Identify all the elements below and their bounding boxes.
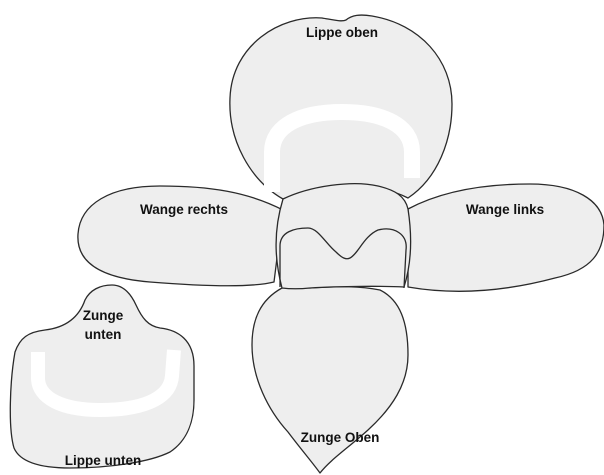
upper-tongue-zone[interactable] (252, 287, 408, 473)
center-mouth-shape (276, 184, 411, 289)
left-cheek-zone[interactable] (408, 184, 604, 291)
label-lippe-unten: Lippe unten (65, 453, 142, 468)
upper-tongue-shape (252, 287, 408, 473)
label-lippe-oben: Lippe oben (306, 25, 378, 40)
label-wange-rechts: Wange rechts (140, 202, 228, 217)
upper-lip-zone[interactable] (230, 15, 452, 199)
label-zunge-unten-line2: unten (85, 327, 122, 342)
left-cheek-shape (408, 184, 604, 291)
center-mouth-zone[interactable] (276, 184, 411, 289)
right-cheek-shape (78, 186, 283, 286)
right-cheek-zone[interactable] (78, 186, 283, 286)
label-zunge-oben: Zunge Oben (301, 430, 380, 445)
label-wange-links: Wange links (466, 202, 544, 217)
label-zunge-unten-line1: Zunge (83, 308, 124, 323)
